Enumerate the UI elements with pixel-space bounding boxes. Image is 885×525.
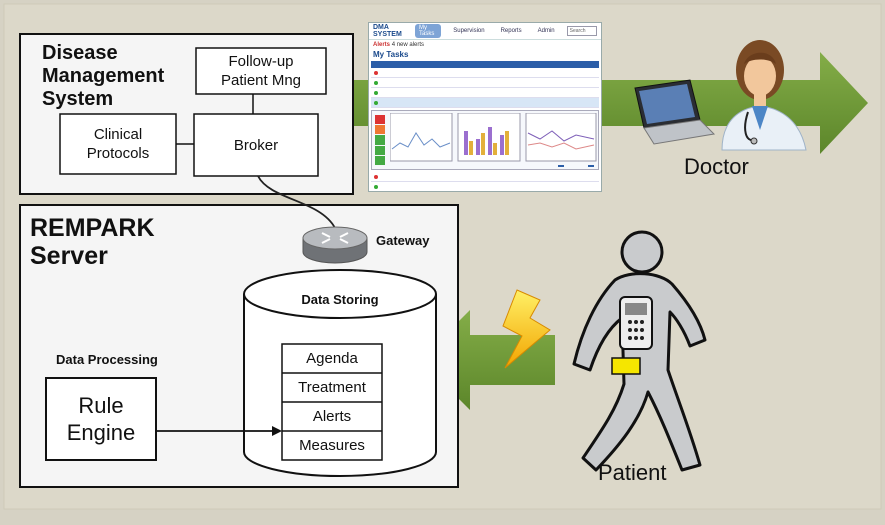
- clinical-label: Clinical Protocols: [60, 125, 176, 163]
- alert-prefix: Alerts: [373, 42, 391, 48]
- rule-engine-label: Rule Engine: [46, 392, 156, 446]
- tasks-title: My Tasks: [373, 50, 409, 59]
- table-row[interactable]: [371, 172, 599, 182]
- detail-panel: [371, 110, 599, 170]
- dms-title-line: Disease: [42, 42, 118, 64]
- patient-label: Patient: [598, 460, 667, 485]
- panel-button[interactable]: [588, 165, 594, 167]
- tab-my-tasks[interactable]: My Tasks: [415, 24, 442, 38]
- lightning-icon: [502, 289, 551, 369]
- phone-icon: [619, 296, 653, 350]
- server-title-line: REMPARK: [30, 214, 155, 242]
- table-row[interactable]: [371, 68, 599, 78]
- table-row[interactable]: [371, 98, 599, 108]
- rule-engine-line: Engine: [66, 420, 136, 445]
- status-column: [375, 115, 385, 166]
- gateway-label: Gateway: [376, 233, 430, 248]
- dms-title-line: System: [42, 88, 114, 110]
- server-title: REMPARK Server: [30, 214, 155, 270]
- doctor-label: Doctor: [684, 154, 749, 179]
- rule-engine-box: [45, 377, 157, 461]
- storage-stack: [281, 343, 383, 461]
- dms-app-screenshot: DMA SYSTEM My Tasks Supervision Reports …: [368, 22, 602, 192]
- server-title-line: Server: [30, 242, 108, 270]
- app-brand: DMA SYSTEM: [373, 24, 402, 38]
- storage-item-alerts: Alerts: [312, 408, 352, 425]
- storage-item-agenda: Agenda: [306, 350, 358, 367]
- connector-broker-gateway: [257, 175, 336, 229]
- rule-engine-line: Rule: [78, 393, 124, 418]
- follow-up-line: Patient Mng: [220, 72, 302, 89]
- clinical-line: Clinical: [93, 126, 143, 143]
- follow-up-line: Follow-up: [228, 53, 294, 70]
- tab-reports[interactable]: Reports: [500, 28, 522, 34]
- storage-item-measures: Measures: [299, 437, 365, 454]
- router-icon: [302, 226, 368, 264]
- broker-label: Broker: [233, 137, 279, 154]
- data-processing-label: Data Processing: [56, 352, 158, 367]
- laptop-icon: [634, 79, 716, 145]
- dms-title: Disease Management System: [42, 42, 164, 111]
- follow-up-box: [195, 47, 327, 95]
- alert-text[interactable]: 4 new alerts: [391, 42, 425, 48]
- mini-charts: [390, 113, 597, 162]
- dms-title-line: Management: [42, 65, 165, 87]
- sensor-device: [611, 357, 641, 375]
- tab-admin[interactable]: Admin: [537, 28, 555, 34]
- app-header: DMA SYSTEM My Tasks Supervision Reports …: [369, 23, 601, 40]
- alert-bar: Alerts 4 new alerts: [369, 40, 601, 50]
- arrow-to-doctor: [350, 52, 868, 154]
- search-input[interactable]: Search: [566, 26, 597, 36]
- panel-button[interactable]: [558, 165, 564, 167]
- data-storing-label: Data Storing: [301, 292, 379, 307]
- doctor-avatar-icon: [721, 40, 807, 151]
- tab-supervision[interactable]: Supervision: [453, 28, 485, 34]
- broker-box: [193, 113, 319, 177]
- table-row[interactable]: [371, 182, 599, 191]
- table-row[interactable]: [371, 78, 599, 88]
- table-row[interactable]: [371, 88, 599, 98]
- storage-item-treatment: Treatment: [298, 379, 366, 396]
- table-header: [371, 61, 599, 68]
- follow-up-label: Follow-up Patient Mng: [196, 52, 326, 90]
- clinical-line: Protocols: [86, 145, 150, 162]
